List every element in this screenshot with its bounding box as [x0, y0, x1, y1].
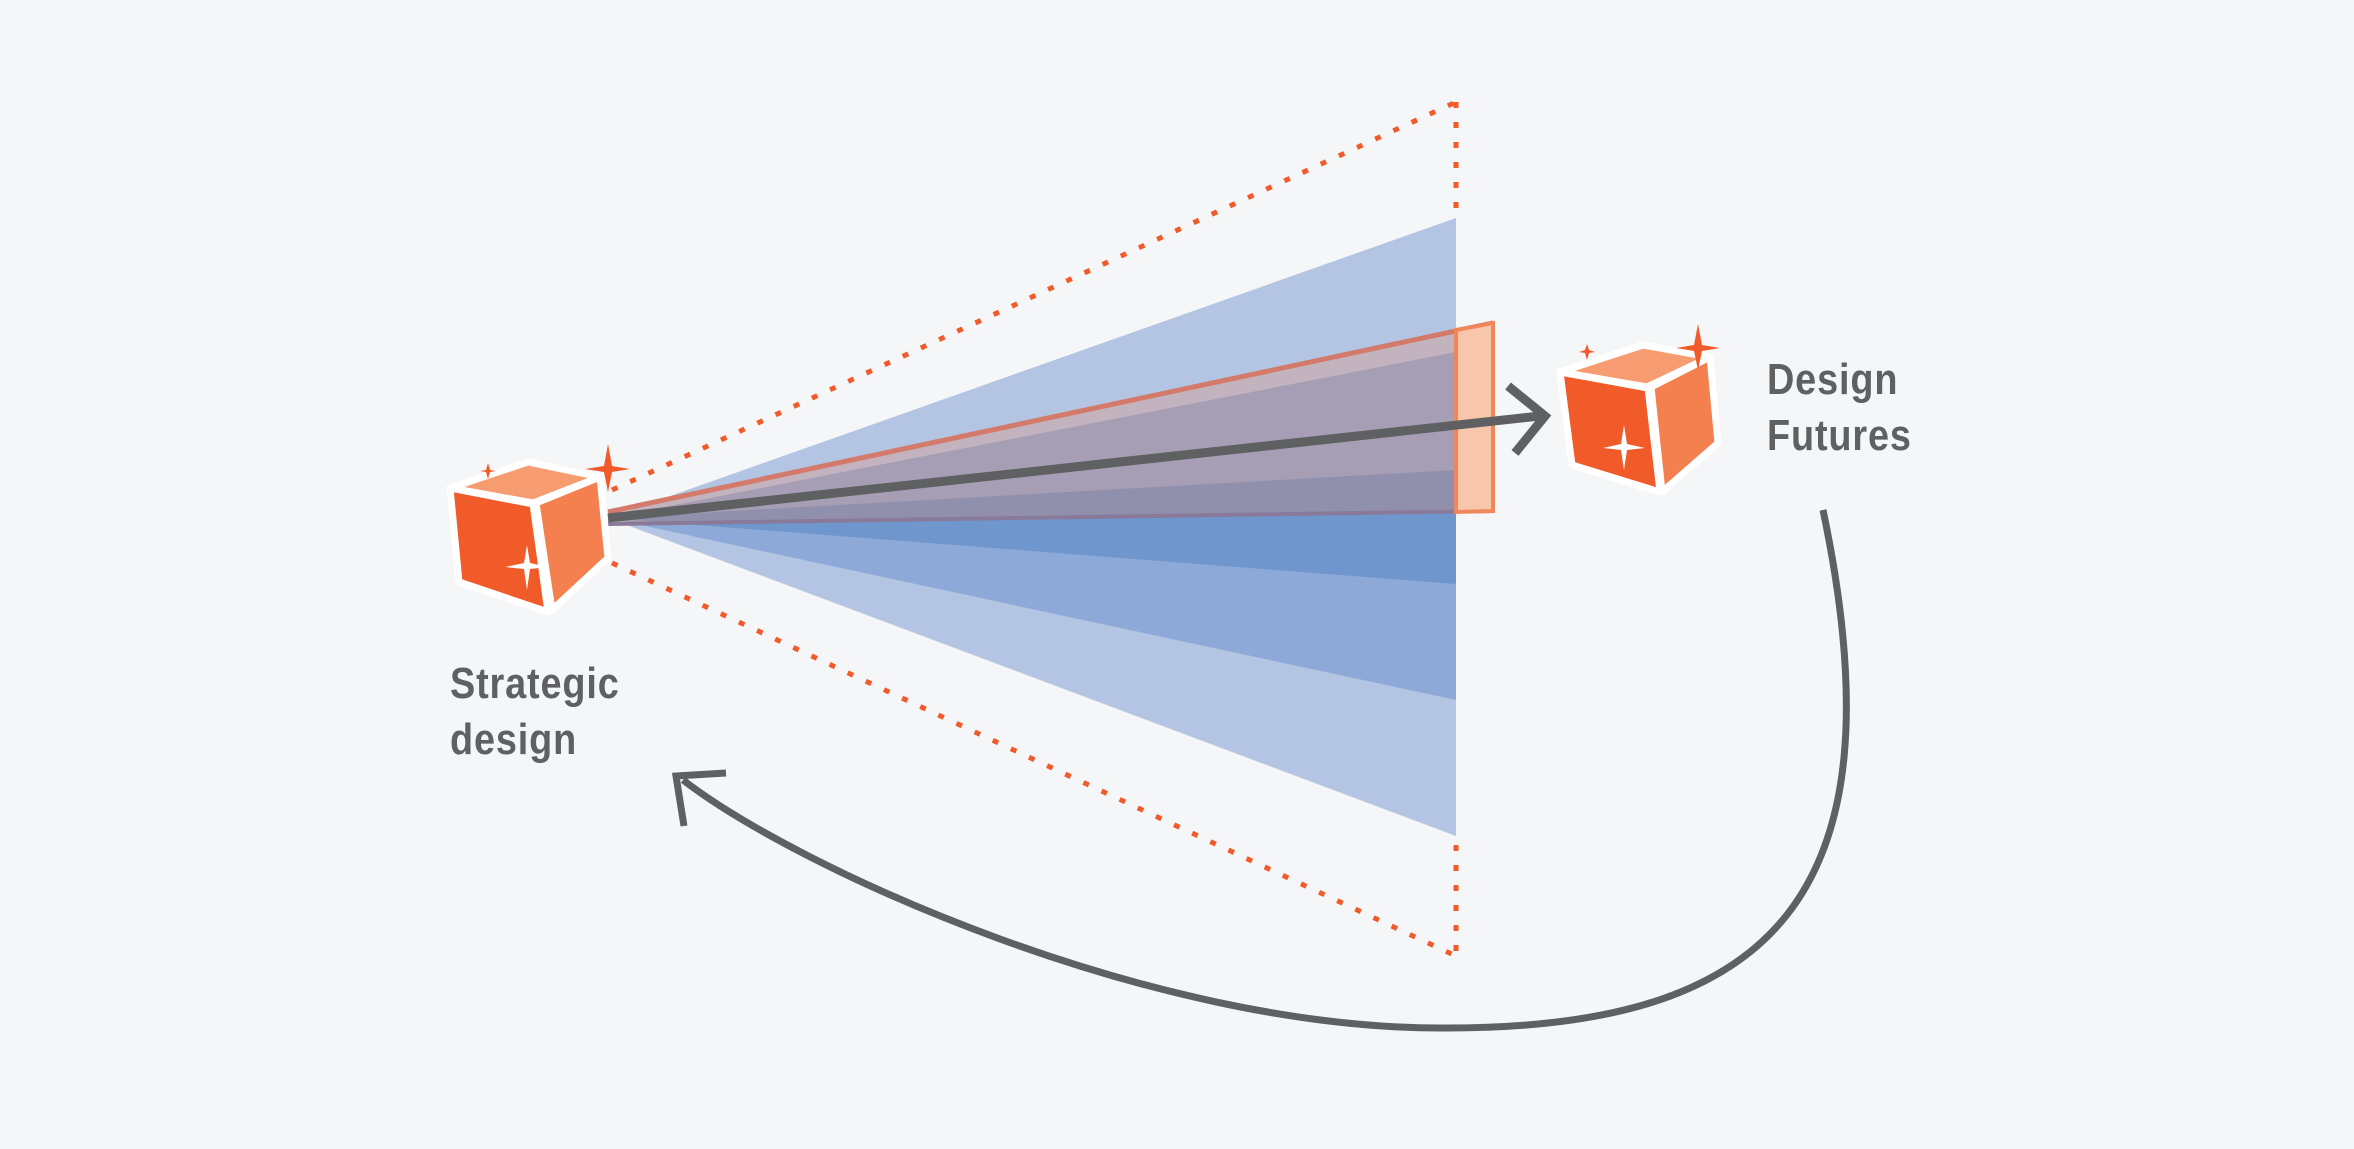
sparkle-icon — [480, 444, 630, 590]
label-line: design — [450, 715, 578, 764]
slice-bottom-edge — [607, 509, 1494, 526]
label-line: Strategic — [450, 659, 620, 708]
sparkle-icon — [1579, 324, 1720, 470]
possible-futures-boundary — [610, 99, 1459, 959]
design-futures-cube-icon — [1556, 341, 1722, 496]
preferred-future-slice — [608, 323, 1493, 524]
strategic-design-cube-icon — [446, 458, 612, 616]
label-line: Design — [1767, 355, 1899, 404]
feedback-arrow — [671, 509, 1850, 1032]
cone-inner-band — [608, 470, 1456, 584]
label-line: Futures — [1767, 411, 1912, 460]
slice-top-edge — [607, 320, 1494, 515]
strategic-design-label: Strategic design — [450, 656, 620, 768]
forward-arrow — [607, 382, 1552, 523]
future-highlight-rect — [1454, 320, 1495, 515]
design-futures-label: Design Futures — [1767, 352, 1912, 464]
